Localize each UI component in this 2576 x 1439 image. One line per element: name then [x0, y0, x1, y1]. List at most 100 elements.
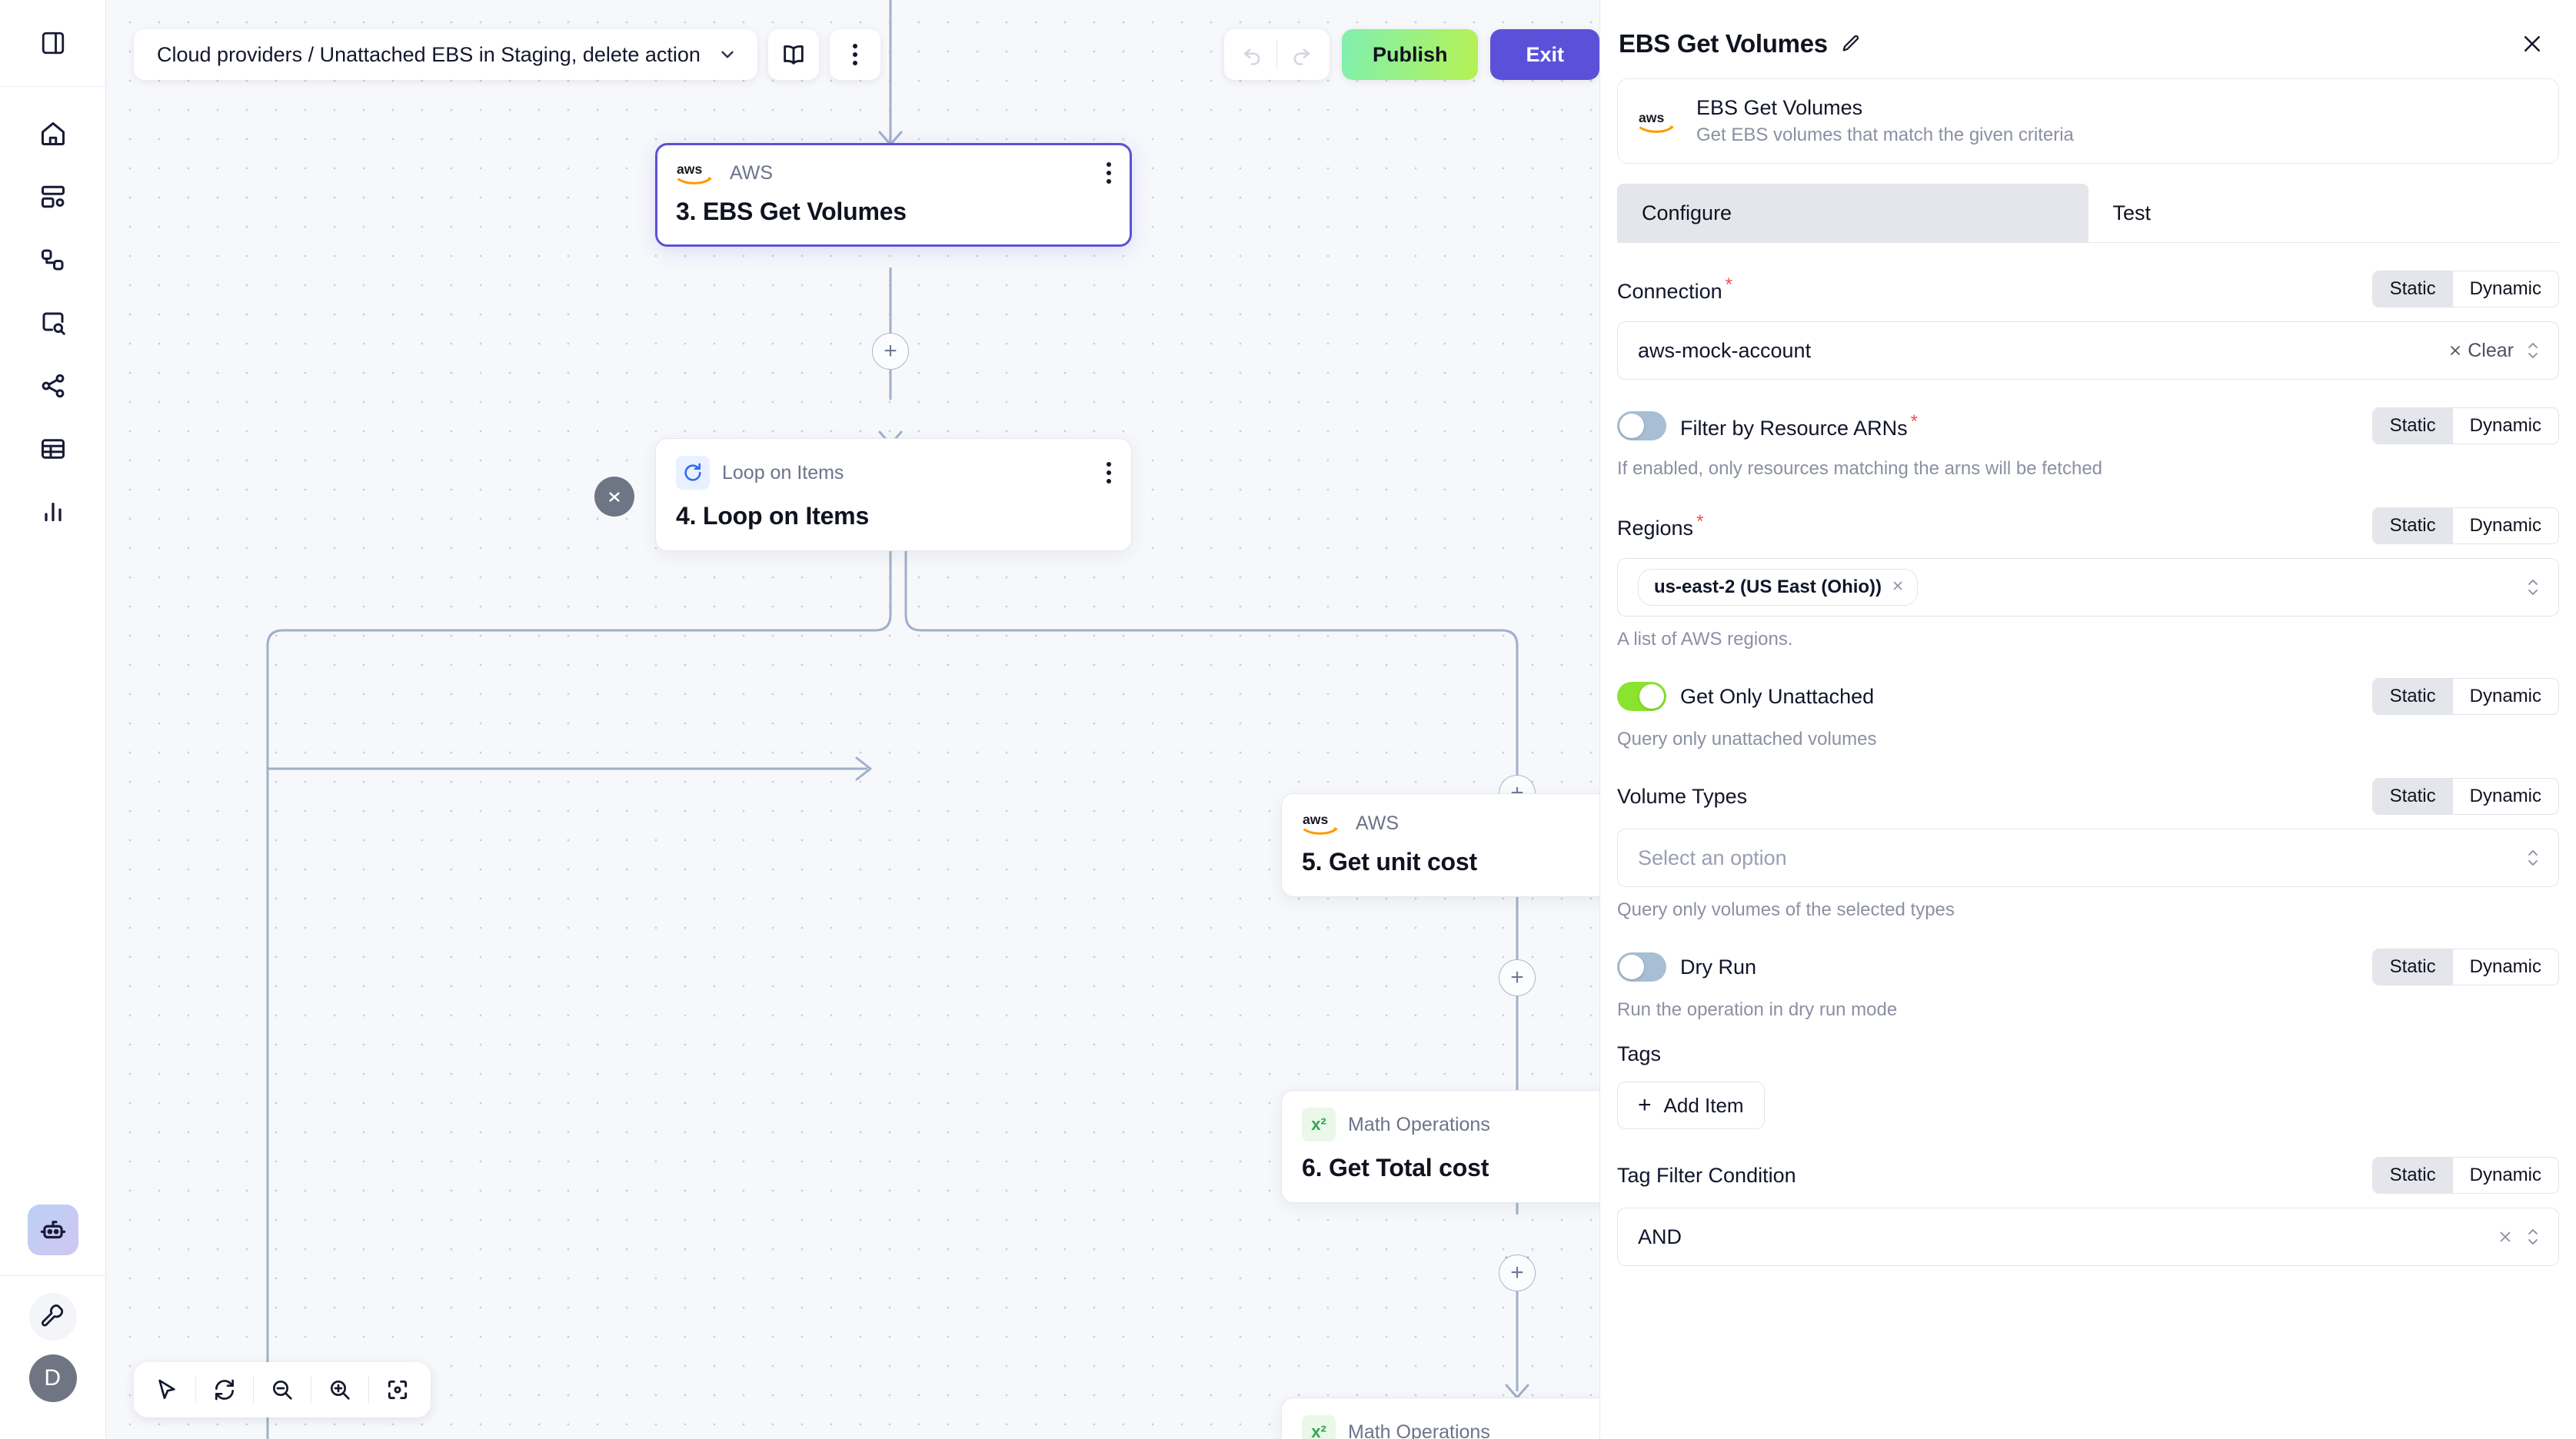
- sidebar-item-explorer[interactable]: [30, 305, 76, 341]
- region-chip-label: us-east-2 (US East (Ohio)): [1654, 577, 1882, 597]
- segment-static[interactable]: Static: [2372, 779, 2453, 814]
- segment-static[interactable]: Static: [2372, 679, 2453, 714]
- mode-segment-filter-arns[interactable]: Static Dynamic: [2371, 407, 2559, 444]
- add-step-button-3[interactable]: +: [1499, 959, 1536, 996]
- chevron-updown-icon[interactable]: [2524, 576, 2541, 599]
- zoom-out-icon[interactable]: [254, 1362, 311, 1417]
- workflow-node-6[interactable]: x² Math Operations 6. Get Total cost: [1281, 1090, 1599, 1203]
- workflow-node-5[interactable]: aws AWS 5. Get unit cost: [1281, 793, 1599, 897]
- sidebar-item-workflows[interactable]: [30, 179, 76, 214]
- fit-view-icon[interactable]: [369, 1362, 426, 1417]
- avatar[interactable]: D: [28, 1354, 77, 1402]
- workflow-node-4[interactable]: Loop on Items 4. Loop on Items: [655, 438, 1132, 551]
- workflow-canvas[interactable]: Cloud providers / Unattached EBS in Stag…: [106, 0, 1599, 1439]
- node-type-label: Math Operations: [1348, 1113, 1490, 1135]
- canvas-tools: [134, 1362, 431, 1417]
- collapse-chevrons-icon[interactable]: [594, 477, 634, 517]
- more-vertical-icon[interactable]: [829, 29, 880, 80]
- field-hint: Query only unattached volumes: [1617, 729, 1877, 749]
- sidebar-item-connections[interactable]: [30, 368, 76, 404]
- get-only-unattached-toggle[interactable]: [1617, 682, 1666, 711]
- workflow-node-7[interactable]: x² Math Operations: [1281, 1397, 1599, 1439]
- segment-dynamic[interactable]: Dynamic: [2469, 956, 2541, 977]
- book-icon[interactable]: [767, 29, 819, 80]
- mode-segment-regions[interactable]: Static Dynamic: [2371, 507, 2559, 544]
- mode-segment-volume-types[interactable]: Static Dynamic: [2371, 778, 2559, 815]
- cursor-icon[interactable]: [138, 1362, 195, 1417]
- sidebar-item-analytics[interactable]: [30, 494, 76, 530]
- field-dry-run: Dry Run Static Dynamic Run the operation…: [1617, 947, 2559, 1021]
- aws-logo-icon: aws: [676, 161, 717, 185]
- mode-segment-unattached[interactable]: Static Dynamic: [2371, 678, 2559, 715]
- tab-test[interactable]: Test: [2112, 201, 2152, 224]
- regions-multiselect[interactable]: us-east-2 (US East (Ohio)): [1617, 558, 2559, 616]
- segment-static[interactable]: Static: [2372, 508, 2453, 543]
- node-menu-icon[interactable]: [1107, 462, 1111, 484]
- add-step-button-1[interactable]: +: [872, 333, 909, 370]
- segment-dynamic[interactable]: Dynamic: [2469, 415, 2541, 436]
- segment-static[interactable]: Static: [2372, 949, 2453, 985]
- action-name: EBS Get Volumes: [1696, 96, 1863, 119]
- node-header-left: Loop on Items: [676, 456, 844, 490]
- toolbar-divider: [1276, 40, 1277, 69]
- zoom-in-icon[interactable]: [311, 1362, 368, 1417]
- sidebar-item-home[interactable]: [30, 116, 76, 151]
- chevron-updown-icon[interactable]: [2524, 846, 2541, 869]
- tag-filter-condition-select[interactable]: AND: [1617, 1208, 2559, 1266]
- workflow-node-3[interactable]: aws AWS 3. EBS Get Volumes: [655, 143, 1132, 247]
- connection-select[interactable]: aws-mock-account Clear: [1617, 321, 2559, 380]
- segment-static[interactable]: Static: [2372, 1158, 2453, 1193]
- field-filter-by-resource-arns: Filter by Resource ARNs* Static Dynamic …: [1617, 406, 2559, 480]
- clear-icon[interactable]: [2497, 1228, 2514, 1245]
- chevron-updown-icon[interactable]: [2524, 339, 2541, 362]
- publish-button[interactable]: Publish: [1341, 29, 1479, 80]
- add-step-button-4[interactable]: +: [1499, 1255, 1536, 1291]
- node-header-left: x² Math Operations: [1302, 1108, 1490, 1142]
- sidebar-item-integrations[interactable]: [30, 242, 76, 277]
- chevron-updown-icon[interactable]: [2524, 1225, 2541, 1248]
- tab-configure[interactable]: Configure: [1617, 184, 2088, 242]
- segment-static[interactable]: Static: [2372, 408, 2453, 444]
- add-item-button[interactable]: + Add Item: [1617, 1082, 1765, 1129]
- clear-label: Clear: [2468, 339, 2514, 361]
- remove-chip-icon[interactable]: [1891, 577, 1905, 598]
- wrench-icon[interactable]: [28, 1293, 77, 1341]
- segment-dynamic[interactable]: Dynamic: [2469, 278, 2541, 299]
- node-header: aws AWS: [1302, 811, 1599, 836]
- segment-dynamic[interactable]: Dynamic: [2469, 686, 2541, 706]
- close-icon[interactable]: [2516, 28, 2548, 60]
- chevron-down-icon[interactable]: [717, 45, 737, 65]
- volume-types-select[interactable]: Select an option: [1617, 829, 2559, 887]
- aws-logo-icon: aws: [1638, 108, 1679, 135]
- mode-segment-connection[interactable]: Static Dynamic: [2371, 271, 2559, 307]
- clear-button[interactable]: Clear: [2448, 340, 2514, 362]
- node-title: 4. Loop on Items: [676, 502, 870, 530]
- mode-segment-tag-filter[interactable]: Static Dynamic: [2371, 1157, 2559, 1194]
- node-menu-icon[interactable]: [1107, 162, 1111, 184]
- node-title: 5. Get unit cost: [1302, 848, 1477, 876]
- plus-icon: +: [1638, 1092, 1652, 1118]
- segment-static[interactable]: Static: [2372, 271, 2453, 307]
- pencil-icon[interactable]: [1840, 33, 1862, 55]
- field-label: Volume Types: [1617, 784, 1748, 808]
- sidebar-item-tables[interactable]: [30, 431, 76, 467]
- refresh-icon[interactable]: [196, 1362, 253, 1417]
- undo-icon[interactable]: [1229, 29, 1276, 80]
- filter-by-resource-arns-toggle[interactable]: [1617, 411, 1666, 440]
- segment-dynamic[interactable]: Dynamic: [2469, 1165, 2541, 1185]
- rail-nav: [0, 87, 105, 530]
- breadcrumb[interactable]: Cloud providers / Unattached EBS in Stag…: [134, 29, 757, 80]
- segment-dynamic[interactable]: Dynamic: [2469, 515, 2541, 536]
- panel-toggle-icon[interactable]: [30, 25, 76, 61]
- field-header: Volume Types Static Dynamic: [1617, 776, 2559, 816]
- redo-icon[interactable]: [1277, 29, 1325, 80]
- segment-dynamic[interactable]: Dynamic: [2469, 786, 2541, 806]
- field-regions: Regions* Static Dynamic us-east-2 (US Ea…: [1617, 506, 2559, 650]
- robot-icon[interactable]: [27, 1205, 78, 1255]
- field-label: Connection*: [1617, 274, 1732, 303]
- exit-button[interactable]: Exit: [1490, 29, 1599, 80]
- toggle-knob: [1619, 414, 1644, 438]
- node-header: x² Math Operations: [1302, 1415, 1599, 1439]
- dry-run-toggle[interactable]: [1617, 952, 1666, 982]
- mode-segment-dry-run[interactable]: Static Dynamic: [2371, 949, 2559, 985]
